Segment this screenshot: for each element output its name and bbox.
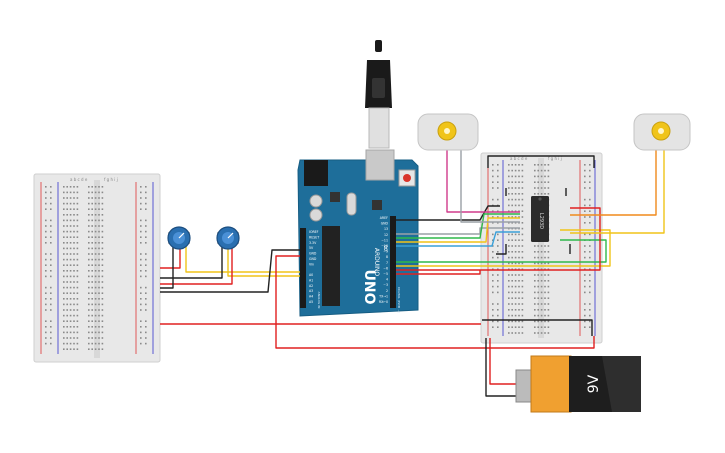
atmega-chip xyxy=(322,226,340,306)
digital-header xyxy=(390,216,396,308)
usb-connector xyxy=(368,107,390,149)
pin-label: AREF xyxy=(380,216,388,220)
potentiometer-2[interactable] xyxy=(216,226,240,250)
right-breadboard[interactable]: a b c d e f g h i j xyxy=(480,152,603,344)
pin-label: 4 xyxy=(386,278,388,282)
pin-label: 3.3V xyxy=(309,241,317,245)
l293d-chip[interactable]: L293D xyxy=(531,196,549,242)
left-breadboard[interactable]: a b c d e f g h i j xyxy=(33,173,161,363)
analog-header-label: ANALOG IN xyxy=(317,292,321,309)
pin-label: A4 xyxy=(309,295,313,299)
pin-label: 12 xyxy=(384,233,388,237)
pin-label: ~11 xyxy=(381,238,388,242)
dc-motor-2[interactable] xyxy=(633,113,691,151)
potentiometer-1[interactable] xyxy=(167,226,191,250)
pin-label: ~10 xyxy=(381,244,388,248)
pin-label: Vin xyxy=(309,262,314,266)
left-breadboard-holes xyxy=(45,186,147,350)
battery-label: 9V xyxy=(586,374,602,393)
pin-label: A3 xyxy=(309,289,313,293)
usb-cable-wire xyxy=(375,40,382,52)
arduino-uno[interactable]: ARDUINO UNO ∞ DIGITAL (PWM ~) ANALOG IN … xyxy=(297,40,419,317)
pin-label: A2 xyxy=(309,284,313,288)
pin-label: TX→1 xyxy=(378,294,388,298)
wires xyxy=(160,150,665,397)
pin-label: ~5 xyxy=(383,272,388,276)
reset-button[interactable] xyxy=(403,174,411,182)
pin-label: IOREF xyxy=(309,230,319,234)
pin-label: GND xyxy=(381,222,389,226)
battery-9v[interactable]: 9V xyxy=(515,355,641,413)
pin-label: ~9 xyxy=(383,250,388,254)
pin-label: 8 xyxy=(386,255,388,259)
arduino-infinity-logo: ∞ xyxy=(380,244,390,252)
pin-label: ~3 xyxy=(383,283,388,287)
pin-label: GND xyxy=(309,252,317,256)
right-breadboard-holes xyxy=(492,164,591,334)
pin-label: 7 xyxy=(386,261,388,265)
pin-label: ~6 xyxy=(383,266,388,270)
pin-label: GND xyxy=(309,257,317,261)
chip-label: L293D xyxy=(538,213,544,229)
right-bb-col-letters-right: f g h i j xyxy=(548,156,562,161)
pin-label: A0 xyxy=(309,273,313,277)
usb-jack xyxy=(365,149,395,181)
pin-label: 5V xyxy=(309,246,314,250)
pin-label: RESET xyxy=(309,235,319,239)
dc-motor-1[interactable] xyxy=(417,113,479,151)
digital-header-label: DIGITAL (PWM ~) xyxy=(397,287,401,313)
pin-label: 13 xyxy=(384,227,388,231)
pin-label: A5 xyxy=(309,300,313,304)
power-jack xyxy=(304,160,328,186)
arduino-brand: ARDUINO xyxy=(373,248,380,277)
pin-label: 2 xyxy=(386,289,388,293)
pin-label: A1 xyxy=(309,278,313,282)
arduino-model: UNO xyxy=(361,270,377,305)
power-analog-header xyxy=(300,228,306,308)
pin-label: RX←0 xyxy=(379,300,388,304)
left-bb-col-letters-right: f g h i j xyxy=(104,177,118,182)
left-bb-col-letters-left: a b c d e xyxy=(70,177,88,182)
right-bb-col-letters-left: a b c d e xyxy=(510,156,528,161)
